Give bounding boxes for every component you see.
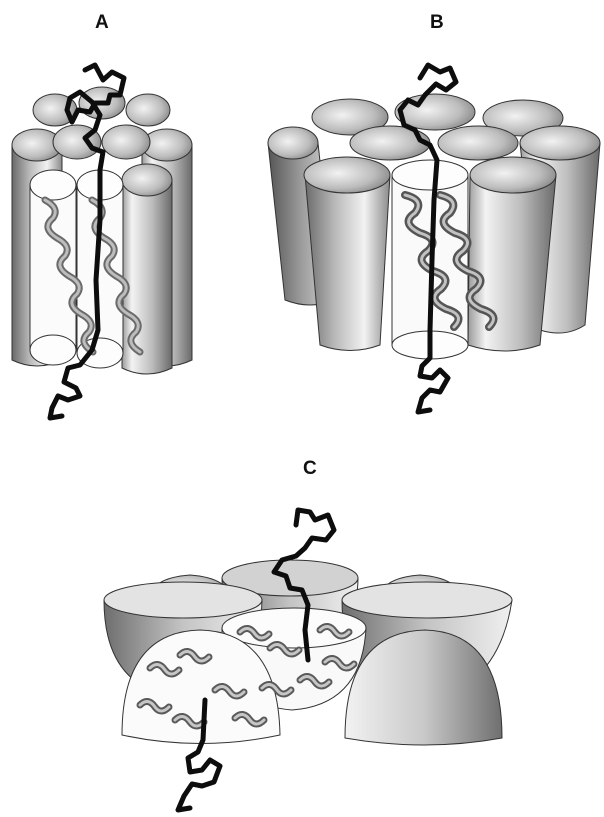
panel-b-assembly [268,65,600,412]
panel-a-transparent-helices [30,170,140,368]
panel-a-assembly [12,65,192,418]
panel-c-assembly [104,510,512,810]
